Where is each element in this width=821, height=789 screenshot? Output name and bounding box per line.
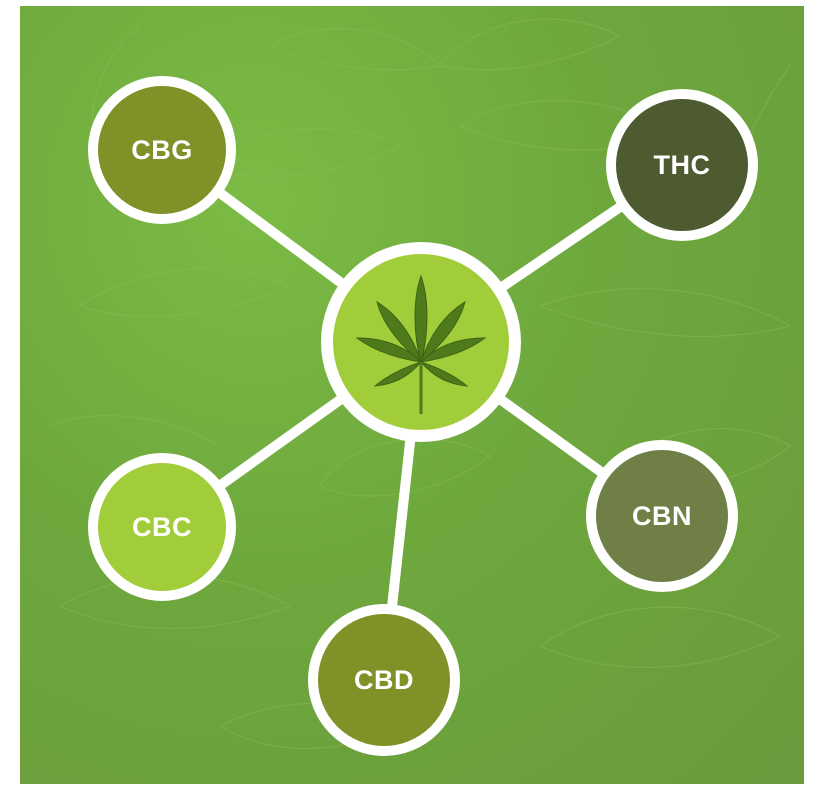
node-cbg: CBG bbox=[88, 76, 236, 224]
node-cbd: CBD bbox=[308, 604, 460, 756]
node-label: CBC bbox=[132, 511, 192, 542]
node-label: THC bbox=[653, 149, 711, 180]
node-thc: THC bbox=[606, 89, 758, 241]
center-node bbox=[321, 242, 521, 442]
node-label: CBG bbox=[131, 134, 193, 165]
node-label: CBD bbox=[354, 664, 414, 695]
diagram-canvas: CBG THC CBC CBD CBN bbox=[20, 6, 804, 784]
cannabis-leaf-icon bbox=[355, 274, 487, 414]
node-cbc: CBC bbox=[88, 453, 236, 601]
node-cbn: CBN bbox=[586, 440, 738, 592]
node-label: CBN bbox=[632, 500, 692, 531]
